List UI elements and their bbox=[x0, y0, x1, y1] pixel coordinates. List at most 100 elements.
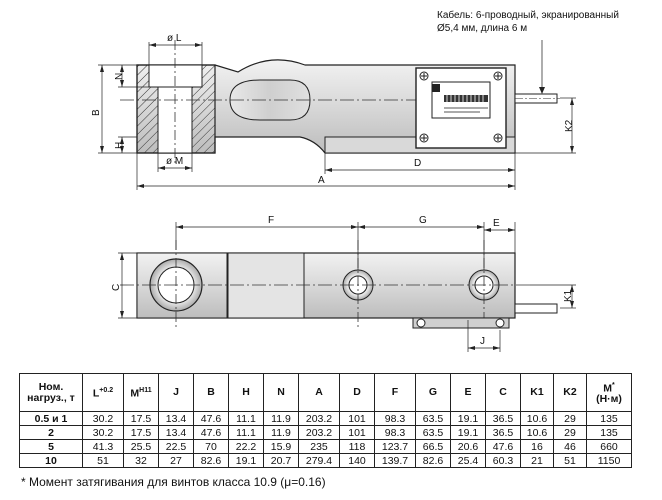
table-cell: 13.4 bbox=[158, 411, 194, 426]
table-header-row: Ном. нагруз., т L+0.2 MH11 J B H N A D F… bbox=[19, 373, 632, 412]
table-cell: 27 bbox=[158, 453, 194, 468]
table-cell: 82.6 bbox=[415, 453, 451, 468]
table-cell: 15.9 bbox=[263, 439, 299, 454]
table-cell: 140 bbox=[339, 453, 375, 468]
dim-label-C: C bbox=[111, 284, 122, 291]
table-cell: 22.2 bbox=[228, 439, 264, 454]
table-cell: 1150 bbox=[586, 453, 632, 468]
dim-label-D: D bbox=[414, 158, 421, 169]
dim-label-K1: K1 bbox=[563, 289, 574, 302]
dim-label-F: F bbox=[268, 215, 274, 226]
col-header: F bbox=[374, 373, 416, 412]
table-cell: 66.5 bbox=[415, 439, 451, 454]
table-cell: 70 bbox=[193, 439, 229, 454]
table-cell: 17.5 bbox=[123, 425, 159, 440]
table-cell: 660 bbox=[586, 439, 632, 454]
table-cell: 11.9 bbox=[263, 411, 299, 426]
col-header: K2 bbox=[553, 373, 587, 412]
dim-label-E: E bbox=[493, 218, 500, 229]
table-cell: 22.5 bbox=[158, 439, 194, 454]
table-cell: 82.6 bbox=[193, 453, 229, 468]
table-cell: 11.1 bbox=[228, 425, 264, 440]
table-cell: 19.1 bbox=[450, 425, 486, 440]
table-cell: 19.1 bbox=[450, 411, 486, 426]
col-header: E bbox=[450, 373, 486, 412]
table-cell: 29 bbox=[553, 411, 587, 426]
table-cell: 63.5 bbox=[415, 411, 451, 426]
table-cell: 19.1 bbox=[228, 453, 264, 468]
table-cell: 29 bbox=[553, 425, 587, 440]
table-cell: 11.1 bbox=[228, 411, 264, 426]
col-header: H bbox=[228, 373, 264, 412]
col-header: Ном. нагруз., т bbox=[19, 373, 83, 412]
spec-table: Ном. нагруз., т L+0.2 MH11 J B H N A D F… bbox=[19, 373, 632, 468]
table-cell: 51 bbox=[82, 453, 124, 468]
table-cell: 46 bbox=[553, 439, 587, 454]
table-cell: 101 bbox=[339, 425, 375, 440]
table-cell: 11.9 bbox=[263, 425, 299, 440]
col-header: L+0.2 bbox=[82, 373, 124, 412]
table-cell: 36.5 bbox=[485, 425, 521, 440]
col-header: B bbox=[193, 373, 229, 412]
footnote: * Момент затягивания для винтов класса 1… bbox=[21, 475, 326, 489]
table-cell: 118 bbox=[339, 439, 375, 454]
table-cell: 51 bbox=[553, 453, 587, 468]
dim-label-H: H bbox=[114, 142, 125, 149]
table-cell: 123.7 bbox=[374, 439, 416, 454]
dim-label-M: ø M bbox=[166, 156, 183, 167]
col-header: J bbox=[158, 373, 194, 412]
table-cell: 135 bbox=[586, 411, 632, 426]
row-load-cell: 5 bbox=[19, 439, 83, 454]
cable-note-line1: Кабель: 6-проводный, экранированный bbox=[437, 10, 619, 21]
table-cell: 30.2 bbox=[82, 411, 124, 426]
cable bbox=[514, 303, 558, 314]
row-load-cell: 10 bbox=[19, 453, 83, 468]
table-cell: 63.5 bbox=[415, 425, 451, 440]
dim-label-G: G bbox=[419, 215, 427, 226]
col-header: MH11 bbox=[123, 373, 159, 412]
col-header: M*(Н·м) bbox=[586, 373, 632, 412]
dim-label-K2: K2 bbox=[564, 119, 575, 132]
table-cell: 20.6 bbox=[450, 439, 486, 454]
dim-label-J: J bbox=[480, 336, 485, 347]
col-header: C bbox=[485, 373, 521, 412]
table-cell: 25.4 bbox=[450, 453, 486, 468]
top-view bbox=[120, 240, 558, 330]
screw-icon bbox=[416, 318, 505, 328]
row-load-cell: 0.5 и 1 bbox=[19, 411, 83, 426]
table-cell: 30.2 bbox=[82, 425, 124, 440]
table-cell: 47.6 bbox=[485, 439, 521, 454]
table-cell: 17.5 bbox=[123, 411, 159, 426]
table-cell: 32 bbox=[123, 453, 159, 468]
col-header: K1 bbox=[520, 373, 554, 412]
table-cell: 60.3 bbox=[485, 453, 521, 468]
table-cell: 279.4 bbox=[298, 453, 340, 468]
table-cell: 47.6 bbox=[193, 425, 229, 440]
table-cell: 13.4 bbox=[158, 425, 194, 440]
load-cell-drawing: ø L N B H ø M D A K2 bbox=[91, 33, 576, 352]
cable-note-line2: Ø5,4 мм, длина 6 м bbox=[437, 23, 528, 34]
table-cell: 139.7 bbox=[374, 453, 416, 468]
table-cell: 47.6 bbox=[193, 411, 229, 426]
col-header: G bbox=[415, 373, 451, 412]
table-cell: 235 bbox=[298, 439, 340, 454]
table-cell: 203.2 bbox=[298, 411, 340, 426]
table-cell: 36.5 bbox=[485, 411, 521, 426]
col-header: N bbox=[263, 373, 299, 412]
col-header: D bbox=[339, 373, 375, 412]
table-cell: 16 bbox=[520, 439, 554, 454]
col-header: A bbox=[298, 373, 340, 412]
table-cell: 41.3 bbox=[82, 439, 124, 454]
table-cell: 20.7 bbox=[263, 453, 299, 468]
table-cell: 10.6 bbox=[520, 425, 554, 440]
table-cell: 98.3 bbox=[374, 411, 416, 426]
dim-label-L: ø L bbox=[167, 33, 182, 44]
cable-note: Кабель: 6-проводный, экранированный Ø5,4… bbox=[437, 9, 619, 35]
table-cell: 135 bbox=[586, 425, 632, 440]
row-load-cell: 2 bbox=[19, 425, 83, 440]
table-cell: 98.3 bbox=[374, 425, 416, 440]
